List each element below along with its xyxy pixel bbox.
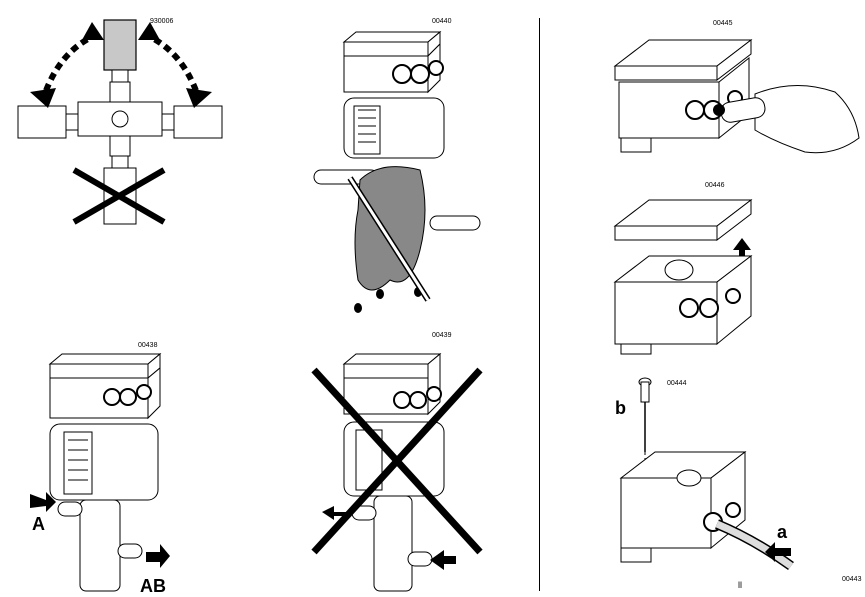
orientation-diagram: [17, 19, 223, 225]
cover-removal-diagram: [613, 198, 753, 355]
figure-cover-removal: 00446: [605, 180, 785, 360]
figure-orientation: 930006: [0, 0, 260, 240]
figure-cleaning: 00440: [300, 10, 500, 320]
figure-flow-correct: 00438 A AB: [0, 340, 240, 596]
port-label-ab: AB: [140, 576, 166, 596]
figure-wiring: 00444 b a: [605, 370, 805, 585]
column-divider: [539, 18, 540, 591]
label-b: b: [615, 398, 626, 418]
cable-gland-diagram: [613, 38, 860, 154]
figure-code: 00438: [138, 342, 158, 349]
port-label-a: A: [32, 514, 45, 534]
label-a: a: [777, 522, 788, 542]
figure-flow-wrong: 00439: [300, 330, 500, 592]
flow-correct-diagram: [30, 352, 170, 592]
cleaning-diagram: [313, 30, 481, 313]
flow-wrong-diagram: [311, 352, 483, 592]
figure-code: 00446: [705, 182, 725, 189]
page-mark: ll: [738, 580, 742, 590]
wiring-diagram: [619, 377, 794, 571]
corner-code: 00443: [842, 576, 862, 583]
figure-cable-gland: 00445: [605, 14, 865, 164]
figure-code: 00439: [432, 332, 452, 339]
figure-code: 930006: [150, 18, 174, 25]
figure-code: 00444: [667, 380, 687, 387]
figure-code: 00440: [432, 18, 452, 25]
figure-code: 00445: [713, 20, 733, 27]
